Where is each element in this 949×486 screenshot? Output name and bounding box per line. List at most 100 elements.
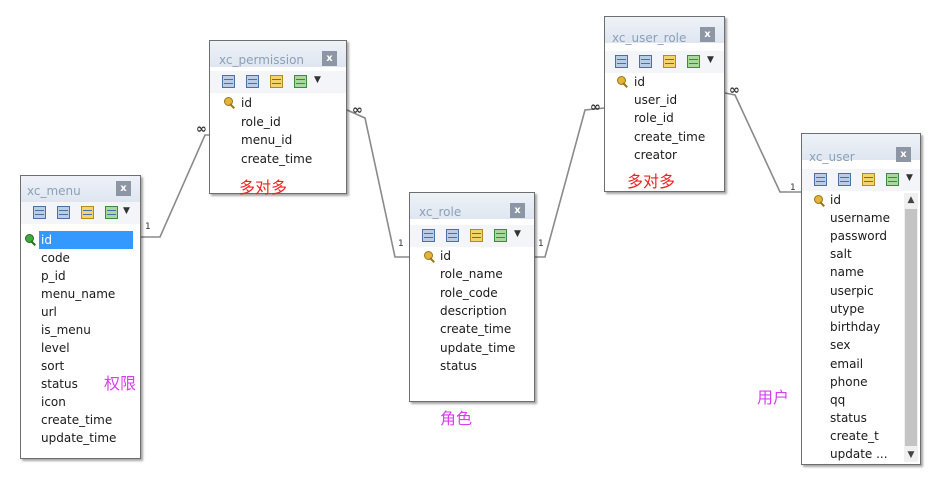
field[interactable]: status: [440, 359, 477, 373]
relation-menu-permission: [140, 134, 210, 238]
field[interactable]: name: [830, 265, 865, 279]
table-design-icon[interactable]: [446, 229, 459, 242]
field-list: id code p_id menu_name url is_menu level…: [21, 224, 140, 458]
field[interactable]: update ...: [830, 447, 888, 461]
field[interactable]: create_time: [634, 130, 706, 144]
import-icon[interactable]: [494, 229, 507, 242]
field[interactable]: phone: [830, 375, 868, 389]
field[interactable]: is_menu: [41, 323, 91, 337]
field[interactable]: userpic: [830, 284, 874, 298]
table-design-icon[interactable]: [838, 173, 851, 186]
key-edit-icon[interactable]: [470, 229, 483, 242]
vertical-scrollbar[interactable]: ▲ ▼: [904, 193, 918, 462]
field[interactable]: create_time: [440, 322, 512, 336]
annotation-user: 用户: [757, 388, 790, 407]
table-xc-permission[interactable]: xc_permission x ▼ id role_id menu_id cre…: [209, 40, 347, 194]
field[interactable]: sort: [41, 359, 65, 373]
field-list: id username password salt name userpic u…: [802, 191, 920, 464]
close-icon[interactable]: x: [896, 147, 911, 162]
field[interactable]: utype: [830, 302, 865, 316]
key-edit-icon[interactable]: [663, 55, 676, 68]
field[interactable]: birthday: [830, 320, 881, 334]
table-xc-user-role[interactable]: xc_user_role x ▼ id user_id role_id crea…: [604, 16, 725, 192]
field-id[interactable]: id: [440, 249, 451, 263]
annotation-permission: 多对多: [239, 178, 288, 197]
cardinality-many-user-role-right: ∞: [729, 83, 740, 98]
import-icon[interactable]: [687, 55, 700, 68]
table-toolbar: ▼: [605, 51, 724, 73]
table-header[interactable]: xc_role x: [410, 193, 534, 219]
field-id[interactable]: id: [39, 231, 133, 249]
field[interactable]: role_id: [634, 111, 674, 125]
relation-permission-role: [346, 109, 410, 258]
scrollbar-thumb[interactable]: [905, 209, 917, 446]
field[interactable]: p_id: [41, 269, 66, 283]
table-grid-icon[interactable]: [615, 55, 628, 68]
field-id[interactable]: id: [241, 96, 252, 110]
field[interactable]: update_time: [440, 341, 516, 355]
table-xc-role[interactable]: xc_role x ▼ id role_name role_code descr…: [409, 192, 535, 402]
table-title: xc_user_role: [612, 31, 687, 45]
table-xc-menu[interactable]: xc_menu x ▼ id code p_id menu_name url i…: [20, 175, 141, 459]
field[interactable]: sex: [830, 338, 851, 352]
dropdown-arrow-icon[interactable]: ▼: [906, 173, 913, 183]
table-xc-user[interactable]: xc_user x ▼ id username password salt na…: [801, 133, 921, 465]
table-header[interactable]: xc_user_role x: [605, 17, 724, 45]
close-icon[interactable]: x: [700, 27, 715, 42]
table-design-icon[interactable]: [57, 206, 70, 219]
table-grid-icon[interactable]: [33, 206, 46, 219]
field-id[interactable]: id: [634, 75, 645, 89]
table-grid-icon[interactable]: [814, 173, 827, 186]
import-icon[interactable]: [105, 206, 118, 219]
field[interactable]: role_id: [241, 115, 281, 129]
field[interactable]: menu_name: [41, 287, 116, 301]
key-edit-icon[interactable]: [81, 206, 94, 219]
field[interactable]: creator: [634, 148, 677, 162]
cardinality-one-role-right: 1: [538, 239, 544, 249]
field[interactable]: role_code: [440, 286, 498, 300]
scroll-up-icon[interactable]: ▲: [907, 195, 915, 205]
dropdown-arrow-icon[interactable]: ▼: [123, 206, 130, 216]
close-icon[interactable]: x: [510, 203, 525, 218]
import-icon[interactable]: [886, 173, 899, 186]
table-header[interactable]: xc_permission x: [210, 41, 346, 67]
close-icon[interactable]: x: [322, 51, 337, 66]
cardinality-one-user: 1: [790, 183, 796, 193]
dropdown-arrow-icon[interactable]: ▼: [314, 75, 321, 85]
primary-key-icon: [814, 195, 827, 208]
field[interactable]: status: [830, 411, 867, 425]
field[interactable]: level: [41, 341, 70, 355]
relation-user-role-user: [724, 92, 801, 193]
key-edit-icon[interactable]: [862, 173, 875, 186]
field[interactable]: create_time: [41, 413, 113, 427]
field[interactable]: status: [41, 377, 78, 391]
table-grid-icon[interactable]: [222, 75, 235, 88]
field[interactable]: create_t: [830, 429, 879, 443]
field[interactable]: url: [41, 305, 57, 319]
field[interactable]: description: [440, 304, 507, 318]
field[interactable]: menu_id: [241, 133, 293, 147]
table-grid-icon[interactable]: [422, 229, 435, 242]
scroll-down-icon[interactable]: ▼: [907, 450, 915, 460]
field[interactable]: password: [830, 229, 887, 243]
field[interactable]: user_id: [634, 93, 678, 107]
field[interactable]: username: [830, 211, 890, 225]
table-design-icon[interactable]: [639, 55, 652, 68]
import-icon[interactable]: [294, 75, 307, 88]
close-icon[interactable]: x: [116, 181, 131, 196]
field[interactable]: qq: [830, 393, 846, 407]
dropdown-arrow-icon[interactable]: ▼: [707, 55, 714, 65]
table-header[interactable]: xc_menu x: [21, 176, 140, 202]
field[interactable]: icon: [41, 395, 66, 409]
field[interactable]: role_name: [440, 267, 503, 281]
table-header[interactable]: xc_user x: [802, 134, 920, 164]
dropdown-arrow-icon[interactable]: ▼: [514, 229, 521, 239]
field[interactable]: create_time: [241, 152, 313, 166]
field[interactable]: salt: [830, 247, 852, 261]
key-edit-icon[interactable]: [270, 75, 283, 88]
table-design-icon[interactable]: [246, 75, 259, 88]
field[interactable]: update_time: [41, 431, 117, 445]
field-id[interactable]: id: [830, 193, 841, 207]
field[interactable]: email: [830, 357, 864, 371]
field[interactable]: code: [41, 251, 70, 265]
